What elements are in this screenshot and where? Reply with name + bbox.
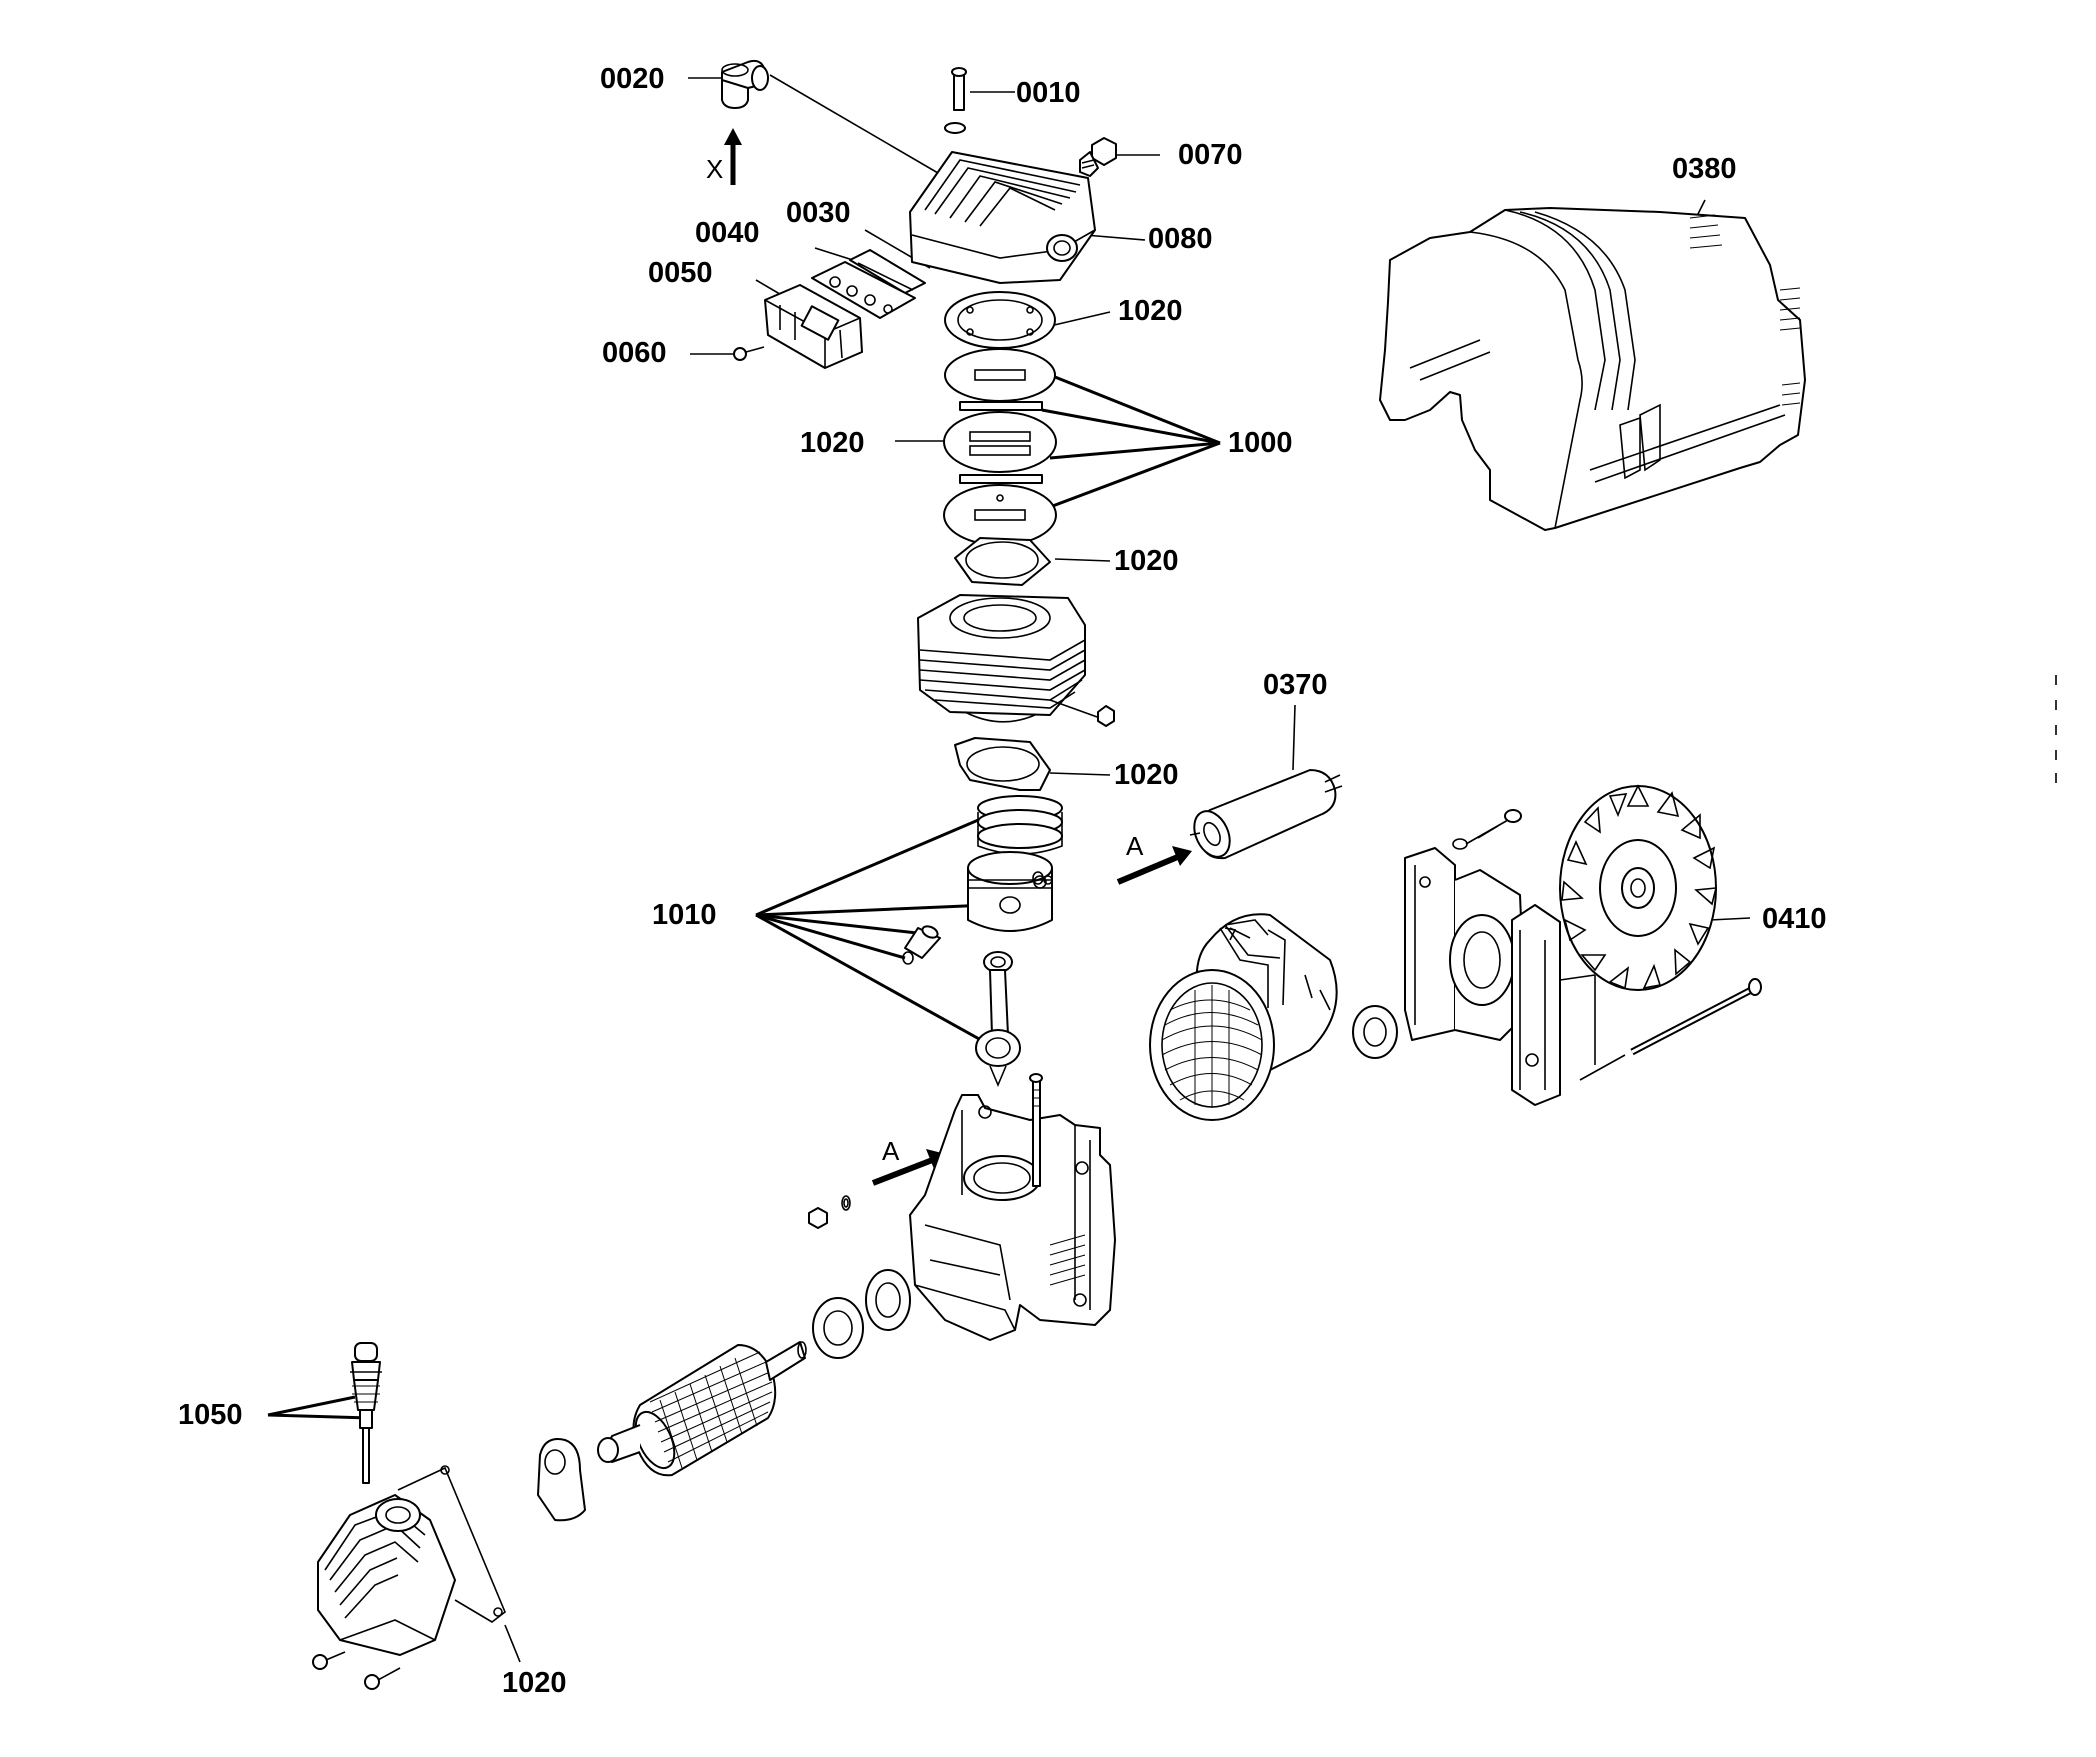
end-housing-part [1404,847,1626,1106]
piston-rings-part [977,795,1063,855]
callout-1020-mid: 1020 [800,427,865,459]
rotor-end-cap-part [537,1438,586,1522]
callout-labels: 0020 0010 0070 0380 0030 0040 0080 0050 … [178,63,1827,1699]
cylinder-block-part [917,594,1115,727]
head-fitting-part [1079,137,1117,177]
callout-1010: 1010 [652,899,717,931]
end-bearing-part [1352,1005,1398,1059]
callout-0060: 0060 [602,337,667,369]
callout-0010: 0010 [1016,77,1081,109]
capacitor-part [1189,769,1343,860]
callout-1020-bottom: 1020 [502,1667,567,1699]
arrow-label-x: X [706,154,723,184]
elbow-fitting-part [721,59,769,109]
valve-plate-part [811,261,916,319]
direction-arrow-a-upper: A [1116,831,1192,885]
crankcase-nut-part [808,1195,851,1229]
callout-1050: 1050 [178,1399,243,1431]
shaft-bearing-part [812,1297,864,1359]
valve-reed-part [849,249,926,294]
callout-0070: 0070 [1178,139,1243,171]
rotor-part [597,1341,807,1477]
piston-part [967,851,1053,932]
shroud-cover-part [1379,207,1806,531]
cooling-fan-part [1559,784,1718,991]
callout-0020: 0020 [600,63,665,95]
crankcase-part [909,1094,1116,1341]
callout-0410: 0410 [1762,903,1827,935]
safety-valve-part [350,1342,382,1484]
callout-1020-top: 1020 [1118,295,1183,327]
callout-1020-cyl: 1020 [1114,759,1179,791]
gasket-stack [943,291,1057,586]
callout-0080: 0080 [1148,223,1213,255]
arrow-label-a-lower: A [882,1136,900,1166]
head-bolt-part [944,67,967,134]
cover-screws-part [312,1651,401,1690]
direction-arrow-x: X [706,128,742,185]
bottom-cover-part [317,1465,506,1656]
callout-1020-low: 1020 [1114,545,1179,577]
callout-0380: 0380 [1672,153,1737,185]
cylinder-head-part [909,151,1096,284]
arrow-label-a-upper: A [1126,831,1144,861]
callout-1000: 1000 [1228,427,1293,459]
tie-rod-part [1630,978,1762,1056]
callout-0030: 0030 [786,197,851,229]
intake-filter-part [764,284,863,369]
leader-lines [267,74,1751,1663]
filter-screw-part [733,346,765,361]
stator-part [1149,913,1338,1121]
cylinder-base-gasket [954,737,1051,791]
wrist-pin-part [904,925,941,959]
callout-0370: 0370 [1263,669,1328,701]
connecting-rod-part [975,951,1021,1088]
shaft-seal-part [865,1269,911,1331]
fan-screw-part [1452,809,1522,850]
callout-0040: 0040 [695,217,760,249]
callout-0050: 0050 [648,257,713,289]
piston-clip-part [902,871,1044,965]
crankcase-stud-part [1029,1073,1043,1187]
